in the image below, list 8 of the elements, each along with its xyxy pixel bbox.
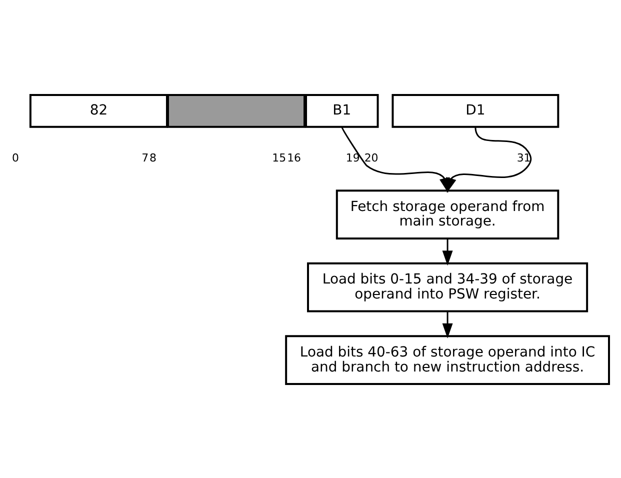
- label: 7: [142, 151, 149, 164]
- label: 20: [364, 151, 378, 164]
- label: 19: [346, 151, 360, 164]
- label: 15: [272, 151, 286, 164]
- label: 8: [150, 151, 157, 164]
- label: 0: [12, 151, 19, 164]
- label: 31: [516, 151, 531, 164]
- label: 16: [287, 151, 302, 164]
